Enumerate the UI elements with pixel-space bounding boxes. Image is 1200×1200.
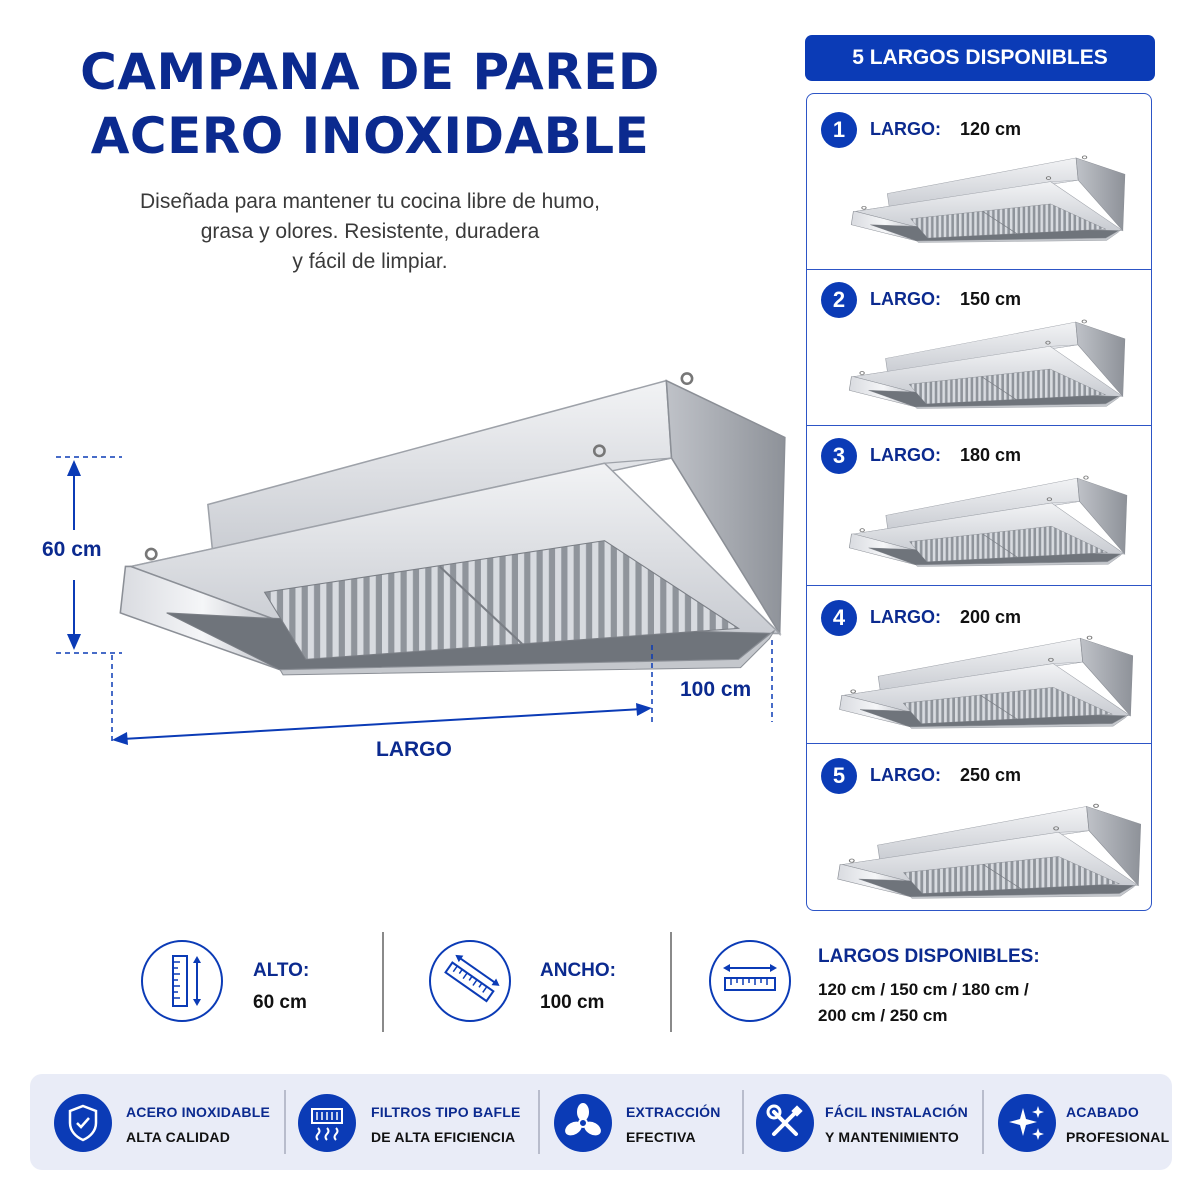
variant-number-badge: 5: [821, 758, 857, 794]
diagonal-ruler-icon: [429, 940, 511, 1022]
variant-label: LARGO:: [870, 119, 941, 139]
variant-label: LARGO:: [870, 289, 941, 309]
tools-icon: [756, 1094, 814, 1152]
variant-item-2: 2 LARGO: 150 cm: [807, 270, 1151, 426]
variant-label: LARGO:: [870, 445, 941, 465]
ancho-value: 100 cm: [540, 992, 605, 1013]
variant-value: 200 cm: [960, 607, 1022, 627]
fan-icon: [554, 1094, 612, 1152]
largos-label: LARGOS DISPONIBLES:: [818, 946, 1040, 967]
variants-panel-title: 5 LARGOS DISPONIBLES: [805, 35, 1155, 81]
spec-divider: [382, 932, 384, 1032]
feature-1-subtitle: ALTA CALIDAD: [126, 1129, 231, 1145]
sparkle-icon: [998, 1094, 1056, 1152]
shield-icon: [54, 1094, 112, 1152]
hood-180-image: [845, 472, 1129, 568]
variant-number-badge: 3: [821, 438, 857, 474]
variant-value: 150 cm: [960, 289, 1022, 309]
feature-4-subtitle: Y MANTENIMIENTO: [825, 1129, 959, 1145]
feature-5-subtitle: PROFESIONAL: [1066, 1129, 1170, 1145]
variants-panel: 1 LARGO: 120 cm 2 LARGO: 150 cm 3 LARGO:…: [806, 93, 1152, 911]
variant-label: LARGO:: [870, 765, 941, 785]
feature-1-title: ACERO INOXIDABLE: [126, 1104, 270, 1120]
ancho-label: ANCHO:: [540, 960, 616, 981]
feature-4-title: FÁCIL INSTALACIÓN: [825, 1104, 968, 1120]
spec-divider: [670, 932, 672, 1032]
feature-2-title: FILTROS TIPO BAFLE: [371, 1104, 521, 1120]
depth-dimension-label: 100 cm: [680, 678, 752, 701]
main-hood-image: [110, 360, 790, 680]
filter-icon: [298, 1094, 356, 1152]
feature-3-title: EXTRACCIÓN: [626, 1104, 721, 1120]
largos-value-line1: 120 cm / 150 cm / 180 cm /: [818, 980, 1029, 999]
variant-label: LARGO:: [870, 607, 941, 627]
feature-5-title: ACABADO: [1066, 1104, 1139, 1120]
variant-number-badge: 4: [821, 600, 857, 636]
description-line3: y fácil de limpiar.: [292, 250, 448, 273]
alto-label: ALTO:: [253, 960, 310, 981]
variant-item-1: 1 LARGO: 120 cm: [807, 94, 1151, 270]
variant-item-5: 5 LARGO: 250 cm: [807, 744, 1151, 911]
feature-divider: [284, 1090, 286, 1154]
description-line1: Diseñada para mantener tu cocina libre d…: [140, 190, 600, 213]
alto-value: 60 cm: [253, 992, 307, 1013]
hood-150-image: [845, 316, 1127, 410]
variant-value: 120 cm: [960, 119, 1022, 139]
product-description: Diseñada para mantener tu cocina libre d…: [60, 187, 680, 277]
description-line2: grasa y olores. Resistente, duradera: [200, 220, 540, 243]
page-title-line1: CAMPANA DE PARED: [80, 43, 660, 101]
feature-divider: [742, 1090, 744, 1154]
hood-250-image: [833, 800, 1143, 900]
variant-value: 250 cm: [960, 765, 1022, 785]
feature-divider: [982, 1090, 984, 1154]
height-dimension-label: 60 cm: [42, 538, 102, 561]
variant-value: 180 cm: [960, 445, 1022, 465]
largos-value-line2: 200 cm / 250 cm: [818, 1006, 948, 1025]
length-dimension-label: LARGO: [376, 738, 452, 761]
page-title-line2: ACERO INOXIDABLE: [90, 107, 650, 165]
vertical-ruler-icon: [141, 940, 223, 1022]
features-bar: ACERO INOXIDABLE ALTA CALIDAD FILTROS TI…: [30, 1074, 1172, 1170]
variant-number-badge: 2: [821, 282, 857, 318]
hood-120-image: [847, 152, 1127, 244]
variant-number-badge: 1: [821, 112, 857, 148]
hood-200-image: [835, 632, 1135, 730]
feature-3-subtitle: EFECTIVA: [626, 1129, 696, 1145]
horizontal-ruler-icon: [709, 940, 791, 1022]
variant-item-4: 4 LARGO: 200 cm: [807, 586, 1151, 744]
variant-item-3: 3 LARGO: 180 cm: [807, 426, 1151, 586]
feature-2-subtitle: DE ALTA EFICIENCIA: [371, 1129, 516, 1145]
feature-divider: [538, 1090, 540, 1154]
